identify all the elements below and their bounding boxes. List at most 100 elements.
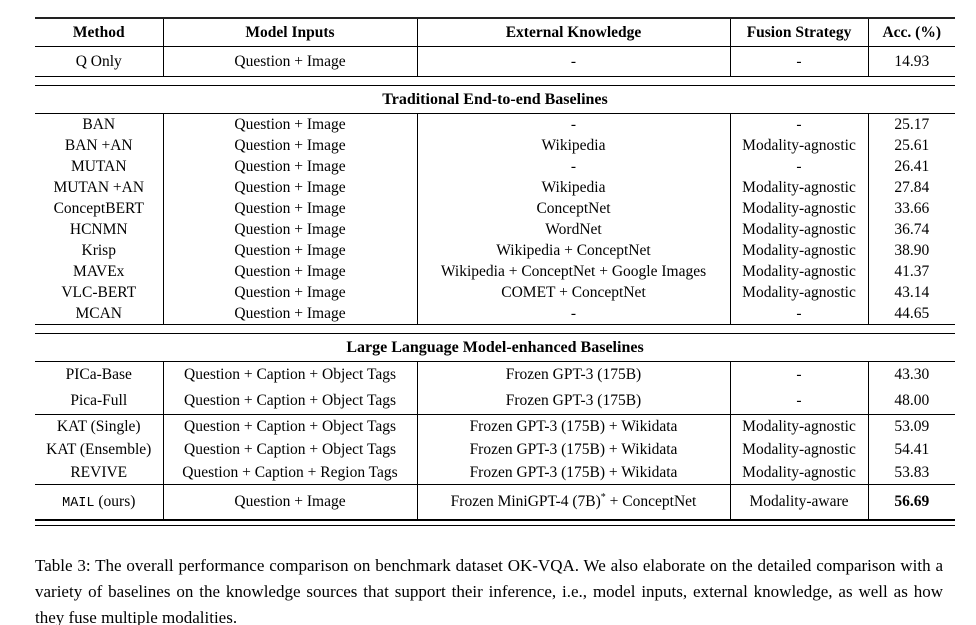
cell-external-knowledge: Wikipedia — [416, 177, 730, 198]
cell-fusion-strategy: Modality-agnostic — [729, 438, 868, 461]
cell-external-knowledge: Frozen MiniGPT-4 (7B)* + ConceptNet — [416, 484, 730, 520]
table-row: MUTAN +AN Question + Image Wikipedia Mod… — [35, 177, 955, 198]
cell-fusion-strategy: Modality-agnostic — [729, 198, 868, 219]
cell-fusion-strategy: Modality-agnostic — [729, 261, 868, 282]
cell-model-inputs: Question + Image — [162, 156, 417, 177]
cell-external-knowledge: WordNet — [416, 219, 730, 240]
cell-accuracy: 14.93 — [867, 46, 955, 77]
cell-method: VLC-BERT — [61, 283, 137, 301]
cell-accuracy: 25.17 — [867, 113, 955, 135]
cell-accuracy: 44.65 — [867, 303, 955, 325]
cell-method: MUTAN — [70, 157, 127, 175]
table-row: BAN +AN Question + Image Wikipedia Modal… — [35, 135, 955, 156]
cell-model-inputs: Question + Caption + Object Tags — [162, 414, 417, 438]
cell-fusion-strategy: Modality-agnostic — [729, 135, 868, 156]
table-row: MAIL (ours) Question + Image Frozen Mini… — [35, 484, 955, 520]
cell-external-knowledge: Frozen GPT-3 (175B) — [416, 361, 730, 388]
cell-fusion-strategy: - — [729, 303, 868, 325]
table-row: MCAN Question + Image - - 44.65 — [35, 303, 955, 325]
cell-accuracy: 48.00 — [867, 388, 955, 415]
double-rule-separator-cell — [35, 324, 955, 334]
cell-model-inputs: Question + Image — [162, 219, 417, 240]
section-title-row: Large Language Model-enhanced Baselines — [35, 333, 955, 362]
table-row: PICa-Base Question + Caption + Object Ta… — [35, 361, 955, 388]
cell-method: BAN +AN — [64, 136, 133, 154]
table-row: HCNMN Question + Image WordNet Modality-… — [35, 219, 955, 240]
table-row: MAVEx Question + Image Wikipedia + Conce… — [35, 261, 955, 282]
cell-model-inputs: Question + Caption + Region Tags — [162, 461, 417, 485]
table-row: KAT (Single) Question + Caption + Object… — [35, 414, 955, 438]
cell-external-knowledge: - — [416, 113, 730, 135]
cell-method: ConceptBERT — [53, 199, 144, 217]
cell-method: KAT (Single) — [56, 417, 141, 435]
double-rule-separator-cell — [35, 76, 955, 86]
cell-model-inputs: Question + Caption + Object Tags — [162, 361, 417, 388]
cell-external-knowledge: ConceptNet — [416, 198, 730, 219]
cell-accuracy: 27.84 — [867, 177, 955, 198]
section-title: Large Language Model-enhanced Baselines — [35, 333, 955, 362]
cell-fusion-strategy: Modality-agnostic — [729, 219, 868, 240]
cell-model-inputs: Question + Image — [162, 113, 417, 135]
cell-model-inputs: Question + Caption + Object Tags — [162, 438, 417, 461]
table-row: KAT (Ensemble) Question + Caption + Obje… — [35, 438, 955, 461]
cell-method: Pica-Full — [35, 388, 163, 415]
cell-accuracy: 56.69 — [867, 484, 955, 520]
cell-accuracy: 26.41 — [867, 156, 955, 177]
table-row: VLC-BERT Question + Image COMET + Concep… — [35, 282, 955, 303]
cell-fusion-strategy: Modality-agnostic — [729, 177, 868, 198]
cell-external-knowledge: - — [416, 303, 730, 325]
cell-accuracy: 38.90 — [867, 240, 955, 261]
cell-fusion-strategy: - — [729, 361, 868, 388]
cell-model-inputs: Question + Caption + Object Tags — [162, 388, 417, 415]
cell-method: PICa-Base — [65, 366, 132, 383]
paper-page: Method Model Inputs External Knowledge F… — [0, 17, 976, 625]
table-row: REVIVE Question + Caption + Region Tags … — [35, 461, 955, 485]
cell-fusion-strategy: Modality-agnostic — [729, 414, 868, 438]
cell-fusion-strategy: Modality-agnostic — [729, 461, 868, 485]
cell-external-knowledge: Wikipedia + ConceptNet — [416, 240, 730, 261]
cell-model-inputs: Question + Image — [162, 261, 417, 282]
cell-model-inputs: Question + Image — [162, 484, 417, 520]
cell-accuracy: 33.66 — [867, 198, 955, 219]
double-rule-separator — [35, 324, 955, 334]
cell-accuracy: 54.41 — [867, 438, 955, 461]
cell-method: MUTAN +AN — [53, 178, 145, 196]
table-header-row: Method Model Inputs External Knowledge F… — [35, 17, 955, 47]
cell-accuracy: 43.14 — [867, 282, 955, 303]
cell-external-knowledge: Frozen GPT-3 (175B) + Wikidata — [416, 461, 730, 485]
cell-model-inputs: Question + Image — [162, 198, 417, 219]
col-header-external-knowledge: External Knowledge — [416, 17, 730, 47]
cell-fusion-strategy: Modality-agnostic — [729, 282, 868, 303]
col-header-accuracy: Acc. (%) — [867, 17, 955, 47]
cell-accuracy: 41.37 — [867, 261, 955, 282]
cell-external-knowledge: - — [416, 46, 730, 77]
table-caption: Table 3: The overall performance compari… — [35, 556, 943, 625]
bottom-double-rule — [35, 519, 955, 526]
cell-external-knowledge: Frozen GPT-3 (175B) + Wikidata — [416, 414, 730, 438]
cell-fusion-strategy: - — [729, 113, 868, 135]
cell-method: Q Only — [75, 52, 122, 70]
cell-fusion-strategy: - — [729, 388, 868, 415]
cell-model-inputs: Question + Image — [162, 177, 417, 198]
cell-fusion-strategy: - — [729, 156, 868, 177]
table-row: ConceptBERT Question + Image ConceptNet … — [35, 198, 955, 219]
col-header-method: Method — [35, 17, 163, 47]
cell-accuracy: 53.83 — [867, 461, 955, 485]
cell-accuracy: 36.74 — [867, 219, 955, 240]
cell-model-inputs: Question + Image — [162, 282, 417, 303]
cell-fusion-strategy: Modality-agnostic — [729, 240, 868, 261]
table-row: Pica-Full Question + Caption + Object Ta… — [35, 388, 955, 415]
double-rule-separator — [35, 76, 955, 86]
cell-external-knowledge: Wikipedia — [416, 135, 730, 156]
cell-method: BAN — [82, 115, 116, 133]
cell-model-inputs: Question + Image — [162, 303, 417, 325]
table-row: BAN Question + Image - - 25.17 — [35, 113, 955, 135]
cell-method: KAT (Ensemble) — [46, 440, 152, 458]
cell-fusion-strategy: - — [729, 46, 868, 77]
cell-external-knowledge: Frozen GPT-3 (175B) — [416, 388, 730, 415]
cell-method: MCAN — [75, 304, 122, 322]
results-table: Method Model Inputs External Knowledge F… — [35, 17, 955, 526]
cell-method: Krisp — [81, 241, 116, 259]
cell-model-inputs: Question + Image — [162, 46, 417, 77]
cell-external-knowledge: - — [416, 156, 730, 177]
